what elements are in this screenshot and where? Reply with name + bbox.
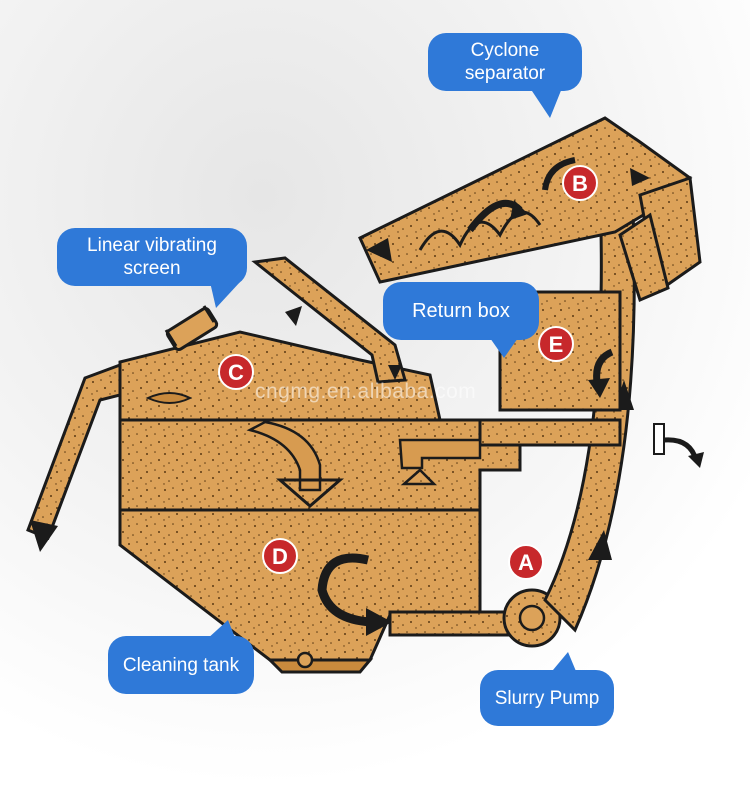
callout-cyclone-separator: Cyclone separator xyxy=(428,33,582,91)
tank-feed-pipe xyxy=(246,420,322,492)
discharge-arrow-icon xyxy=(30,520,58,552)
callout-linear-vibrating-screen: Linear vibrating screen xyxy=(57,228,247,286)
overflow-arrow-icon xyxy=(285,306,302,326)
marker-e: E xyxy=(538,326,574,362)
cyclone-top-arrow-icon xyxy=(542,157,576,191)
screen-material-icon xyxy=(145,392,193,404)
outlet-valve-icon xyxy=(653,423,704,468)
watermark: cngmg.en.alibaba.com xyxy=(255,380,477,403)
callout-cleaning-tank: Cleaning tank xyxy=(108,636,254,694)
marker-b: B xyxy=(562,165,598,201)
cleaning-tank-hopper xyxy=(118,508,482,662)
drain-valve-icon xyxy=(296,651,314,669)
marker-e-label: E xyxy=(549,332,564,357)
callout-pump-label: Slurry Pump xyxy=(494,687,600,709)
marker-d-label: D xyxy=(272,544,288,569)
callout-cyclone-label: Cyclone separator xyxy=(464,40,546,84)
return-box-arrowhead-icon xyxy=(588,378,610,398)
callout-return-label: Return box xyxy=(412,299,510,322)
return-arrow-icon xyxy=(400,468,438,486)
cyclone-out-arrow-icon xyxy=(630,168,650,186)
callout-tank-label: Cleaning tank xyxy=(122,654,240,676)
rising-arrow-1-icon xyxy=(588,530,612,560)
overflow-down-arrow-icon xyxy=(388,365,402,380)
exciter-motor-icon xyxy=(164,305,219,352)
marker-a: A xyxy=(508,544,544,580)
overflow-pipe xyxy=(251,256,407,384)
marker-a-label: A xyxy=(518,550,534,575)
tank-down-arrow-icon xyxy=(275,478,345,508)
cyclone-tip-icon xyxy=(366,238,392,262)
callout-slurry-pump: Slurry Pump xyxy=(480,670,614,726)
tank-rotation-arrow-icon xyxy=(317,553,373,627)
underflow-pipe xyxy=(618,212,670,303)
callout-cyclone-tail xyxy=(530,88,562,118)
hopper-bottom xyxy=(266,658,374,674)
marker-c-label: C xyxy=(228,360,244,385)
callout-screen-tail xyxy=(210,282,240,308)
cyclone-arrowhead-icon xyxy=(510,200,528,220)
return-elbow xyxy=(398,438,482,470)
callout-return-tail xyxy=(490,338,518,358)
callout-screen-label: Linear vibrating screen xyxy=(87,235,217,279)
return-pipe xyxy=(478,418,622,447)
marker-c: C xyxy=(218,354,254,390)
slurry-pump xyxy=(502,588,562,648)
callout-tank-tail xyxy=(206,620,236,640)
marker-d: D xyxy=(262,538,298,574)
pump-suction-pipe xyxy=(388,610,514,637)
marker-b-label: B xyxy=(572,171,588,196)
tank-rotation-arrowhead-icon xyxy=(366,608,392,636)
callout-return-box: Return box xyxy=(383,282,539,340)
